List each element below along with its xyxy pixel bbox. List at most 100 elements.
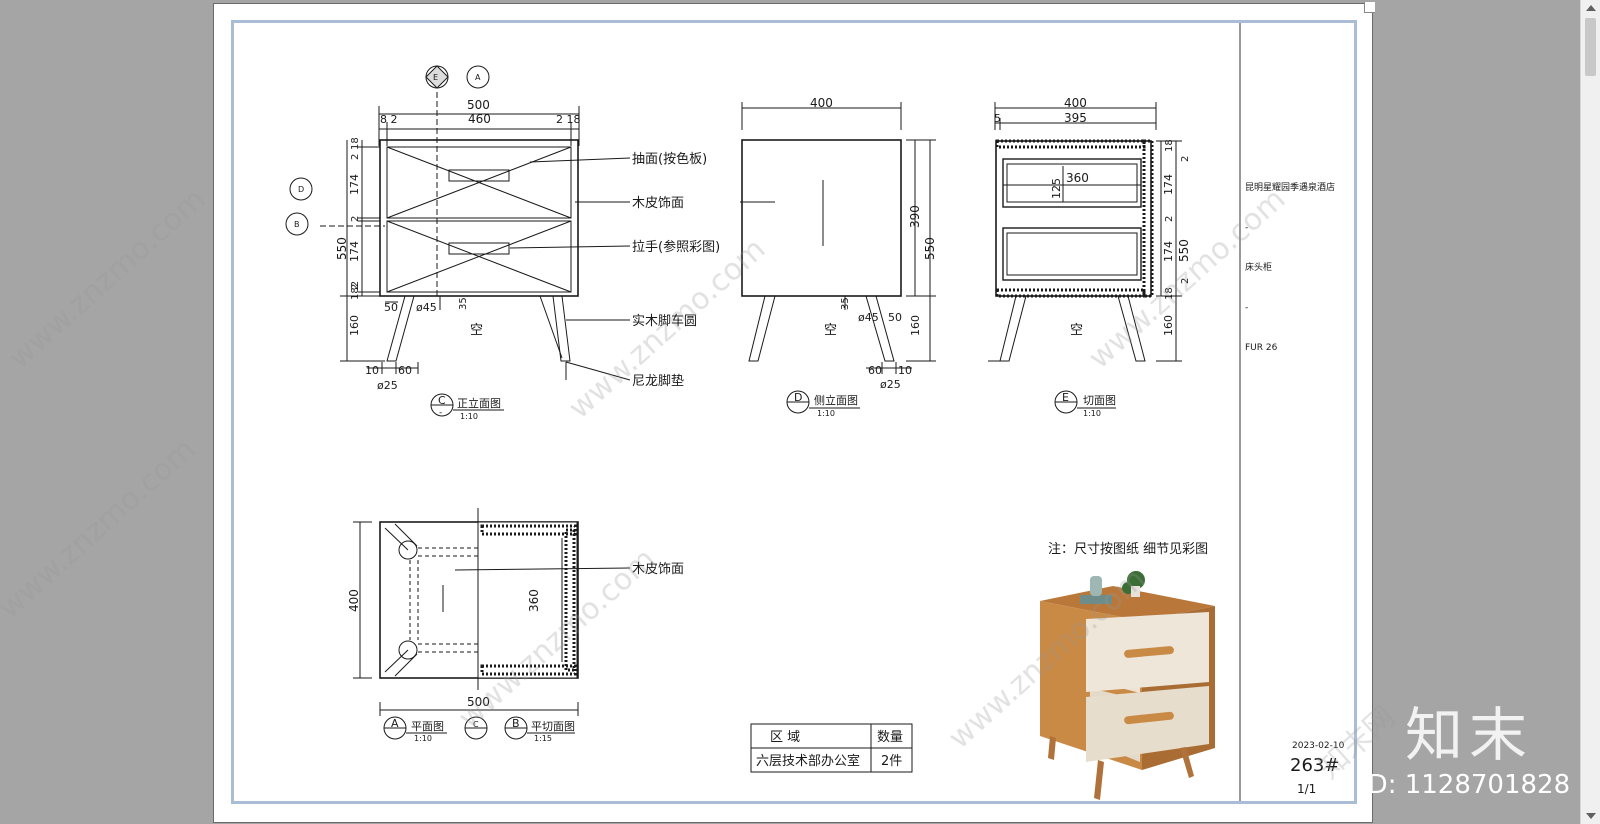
side-space: 空 xyxy=(824,323,837,338)
section-dim-leg: 160 xyxy=(1162,315,1175,336)
section-dim-top: 400 xyxy=(1064,96,1087,110)
plan-title-a-letter: A xyxy=(391,717,399,730)
section-scale: 1:10 xyxy=(1083,409,1101,418)
title-dash-2: - xyxy=(1245,303,1248,313)
area-table: 区 域 数量 六层技术部办公室 2件 xyxy=(750,723,913,773)
front-dim-bottom-b: 60 xyxy=(398,364,412,377)
drawing-frame xyxy=(231,20,1357,804)
front-dim-row-4: 174 xyxy=(348,241,361,262)
marker-b-letter: B xyxy=(294,220,300,229)
side-dim-dia-bottom: ø25 xyxy=(880,378,901,391)
title-item: 床头柜 xyxy=(1245,261,1272,273)
scrollbar-thumb[interactable] xyxy=(1585,18,1596,76)
front-title: 正立面图 xyxy=(457,396,501,410)
front-dim-leg-dia-top: ø45 xyxy=(416,301,437,314)
front-dim-inner: 460 xyxy=(468,112,491,126)
front-dim-leg-offset: 50 xyxy=(384,301,398,314)
front-dim-bottom-a: 10 xyxy=(365,364,379,377)
title-drawing-no: 263# xyxy=(1290,755,1339,776)
side-elevation xyxy=(740,102,936,414)
plan-dim-inner: 360 xyxy=(527,589,541,612)
plan-title-c-letter: C xyxy=(473,720,479,729)
side-dim-390: 390 xyxy=(908,205,922,228)
scroll-up-button[interactable] xyxy=(1581,0,1600,16)
front-dim-right: 2 18 xyxy=(556,113,581,126)
title-block: 昆明星耀园季遇泉酒店 - 床头柜 - FUR 26 2023-02-10 263… xyxy=(1245,181,1345,796)
side-scale: 1:10 xyxy=(817,409,835,418)
section-dim-b: 395 xyxy=(1064,111,1087,125)
front-title-letter: C xyxy=(438,394,446,407)
callout-panel: 抽面(按色板) xyxy=(632,151,707,167)
plan-callout-veneer: 木皮饰面 xyxy=(632,562,684,577)
callout-pad: 尼龙脚垫 xyxy=(632,373,684,389)
plan-title-b-letter: B xyxy=(512,717,520,730)
page-corner xyxy=(1364,2,1375,13)
section-dim-inner-h: 125 xyxy=(1050,178,1063,199)
marker-a-letter: A xyxy=(475,73,481,82)
title-page: 1/1 xyxy=(1297,782,1316,796)
side-dim-offset: 50 xyxy=(888,311,902,324)
side-title-letter: D xyxy=(794,391,802,404)
section-dim-row-0: 18 xyxy=(1164,139,1175,152)
front-dim-leg-dia-bottom: ø25 xyxy=(377,379,398,392)
front-space: 空 xyxy=(470,323,483,338)
watermark-logo: 知末 xyxy=(1405,701,1534,769)
section-title: 切面图 xyxy=(1083,394,1116,407)
table-cell-qty: 2件 xyxy=(881,754,902,769)
title-dash-1: - xyxy=(1245,223,1248,233)
section-dim-row-3: 2 xyxy=(1164,216,1175,222)
side-dim-bottom-a: 60 xyxy=(868,364,882,377)
callout-veneer: 木皮饰面 xyxy=(632,196,684,211)
front-dim-row-6: 182 xyxy=(350,281,361,300)
section-dim-row-6: 18 xyxy=(1164,287,1175,300)
table-header-area: 区 域 xyxy=(770,730,800,745)
side-dim-leg: 160 xyxy=(909,315,922,336)
marker-d-letter: D xyxy=(298,185,304,194)
front-dim-row-0: 18 xyxy=(350,137,361,150)
side-title: 侧立面图 xyxy=(814,393,858,407)
front-elevation xyxy=(285,65,631,417)
plan-title-a: 平面图 xyxy=(411,720,444,733)
plan-dim-depth: 400 xyxy=(347,589,361,612)
plan-scale-b: 1:15 xyxy=(534,734,552,743)
section-view-text: 400 5 395 360 125 18 2 174 2 174 2 18 55… xyxy=(994,96,1191,418)
section-dim-row-2: 174 xyxy=(1162,174,1175,195)
drawing-note: 注：尺寸按图纸 细节见彩图 xyxy=(1048,542,1208,557)
plan-view-text: 400 360 500 木皮饰面 A 平面图 1:10 C B 平切面图 1:1… xyxy=(347,562,684,743)
side-dim-rail: 35 xyxy=(840,297,851,310)
table-header-qty: 数量 xyxy=(877,730,903,745)
section-title-letter: E xyxy=(1062,391,1069,404)
section-dim-row-5: 2 xyxy=(1180,278,1191,284)
plan-title-b: 平切面图 xyxy=(531,720,575,733)
front-dim-rail: 35 xyxy=(458,297,469,310)
side-elevation-text: 400 390 550 160 35 ø45 50 空 60 10 ø25 D … xyxy=(794,96,937,418)
scroll-down-button[interactable] xyxy=(1581,808,1600,824)
plan-scale-a: 1:10 xyxy=(414,734,432,743)
section-space: 空 xyxy=(1070,323,1083,338)
front-dim-row-3: 2 xyxy=(350,216,361,222)
watermark-text-1: www.znzmo.com xyxy=(2,182,212,376)
front-dim-left: 8 2 xyxy=(380,113,398,126)
front-title-dash: - xyxy=(439,408,442,418)
plan-dim-width: 500 xyxy=(467,695,490,709)
marker-e-letter: E xyxy=(433,73,438,82)
section-dim-total: 550 xyxy=(1177,239,1191,262)
section-dim-a: 5 xyxy=(994,112,1001,125)
side-dim-550: 550 xyxy=(923,237,937,260)
side-dim-bottom-b: 10 xyxy=(898,364,912,377)
watermark-text-2: www.znzmo.com xyxy=(562,232,772,426)
front-dim-row-1: 2 xyxy=(350,154,361,160)
vertical-scrollbar[interactable] xyxy=(1580,0,1600,824)
front-dim-row-2: 174 xyxy=(348,174,361,195)
title-date: 2023-02-10 xyxy=(1292,741,1345,751)
front-elevation-text: 500 8 2 460 2 18 550 18 2 174 2 174 2 18… xyxy=(294,73,720,421)
nightstand-photo xyxy=(1040,571,1215,800)
title-project: 昆明星耀园季遇泉酒店 xyxy=(1245,181,1335,193)
title-code: FUR 26 xyxy=(1245,343,1278,353)
side-dim-dia-top: ø45 xyxy=(858,311,879,324)
watermark-id: ID: 1128701828 xyxy=(1360,770,1571,800)
plan-view xyxy=(353,508,631,740)
section-dim-row-1: 2 xyxy=(1180,156,1191,162)
